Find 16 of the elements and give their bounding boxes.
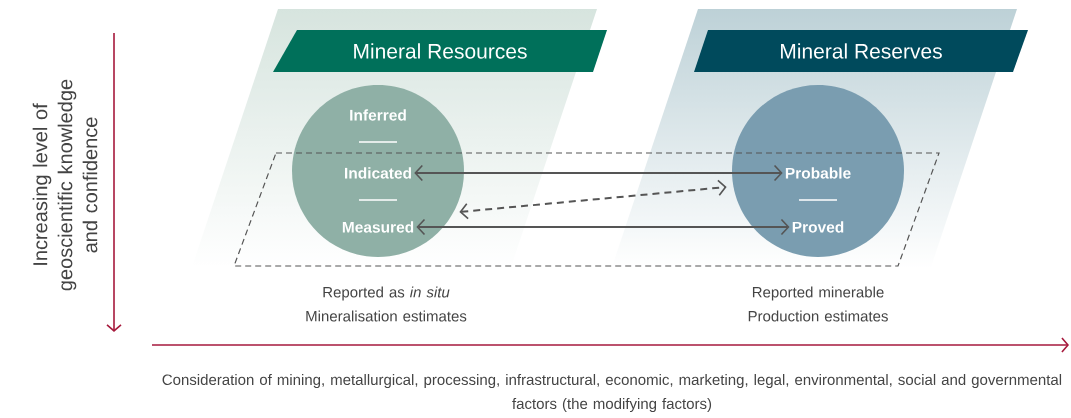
circle-shape xyxy=(732,85,904,257)
level-label: Probable xyxy=(785,167,851,179)
arrow xyxy=(414,164,783,182)
note-text: Reported minerable Production estimates xyxy=(748,286,888,322)
arrow xyxy=(459,179,727,220)
note-text: Reported as in situ Mineralisation estimates xyxy=(306,286,467,322)
arrow xyxy=(416,218,790,236)
level-label: Measured xyxy=(342,221,414,233)
header-banner: Mineral Reserves xyxy=(694,30,1028,72)
axis-label: Increasing level of geoscientific knowledge and confidence xyxy=(32,79,98,291)
level-label: Proved xyxy=(792,221,844,233)
level-label: Inferred xyxy=(350,109,406,121)
level-label: Indicated xyxy=(345,167,411,179)
circle-shape xyxy=(292,85,464,257)
axis-label: Consideration of mining, metallurgical, processing, infrastructural, economic, marketing, legal, environmental, social and governmental factors (the modifying factors) xyxy=(162,374,1062,412)
header-banner: Mineral Resources xyxy=(273,30,607,72)
